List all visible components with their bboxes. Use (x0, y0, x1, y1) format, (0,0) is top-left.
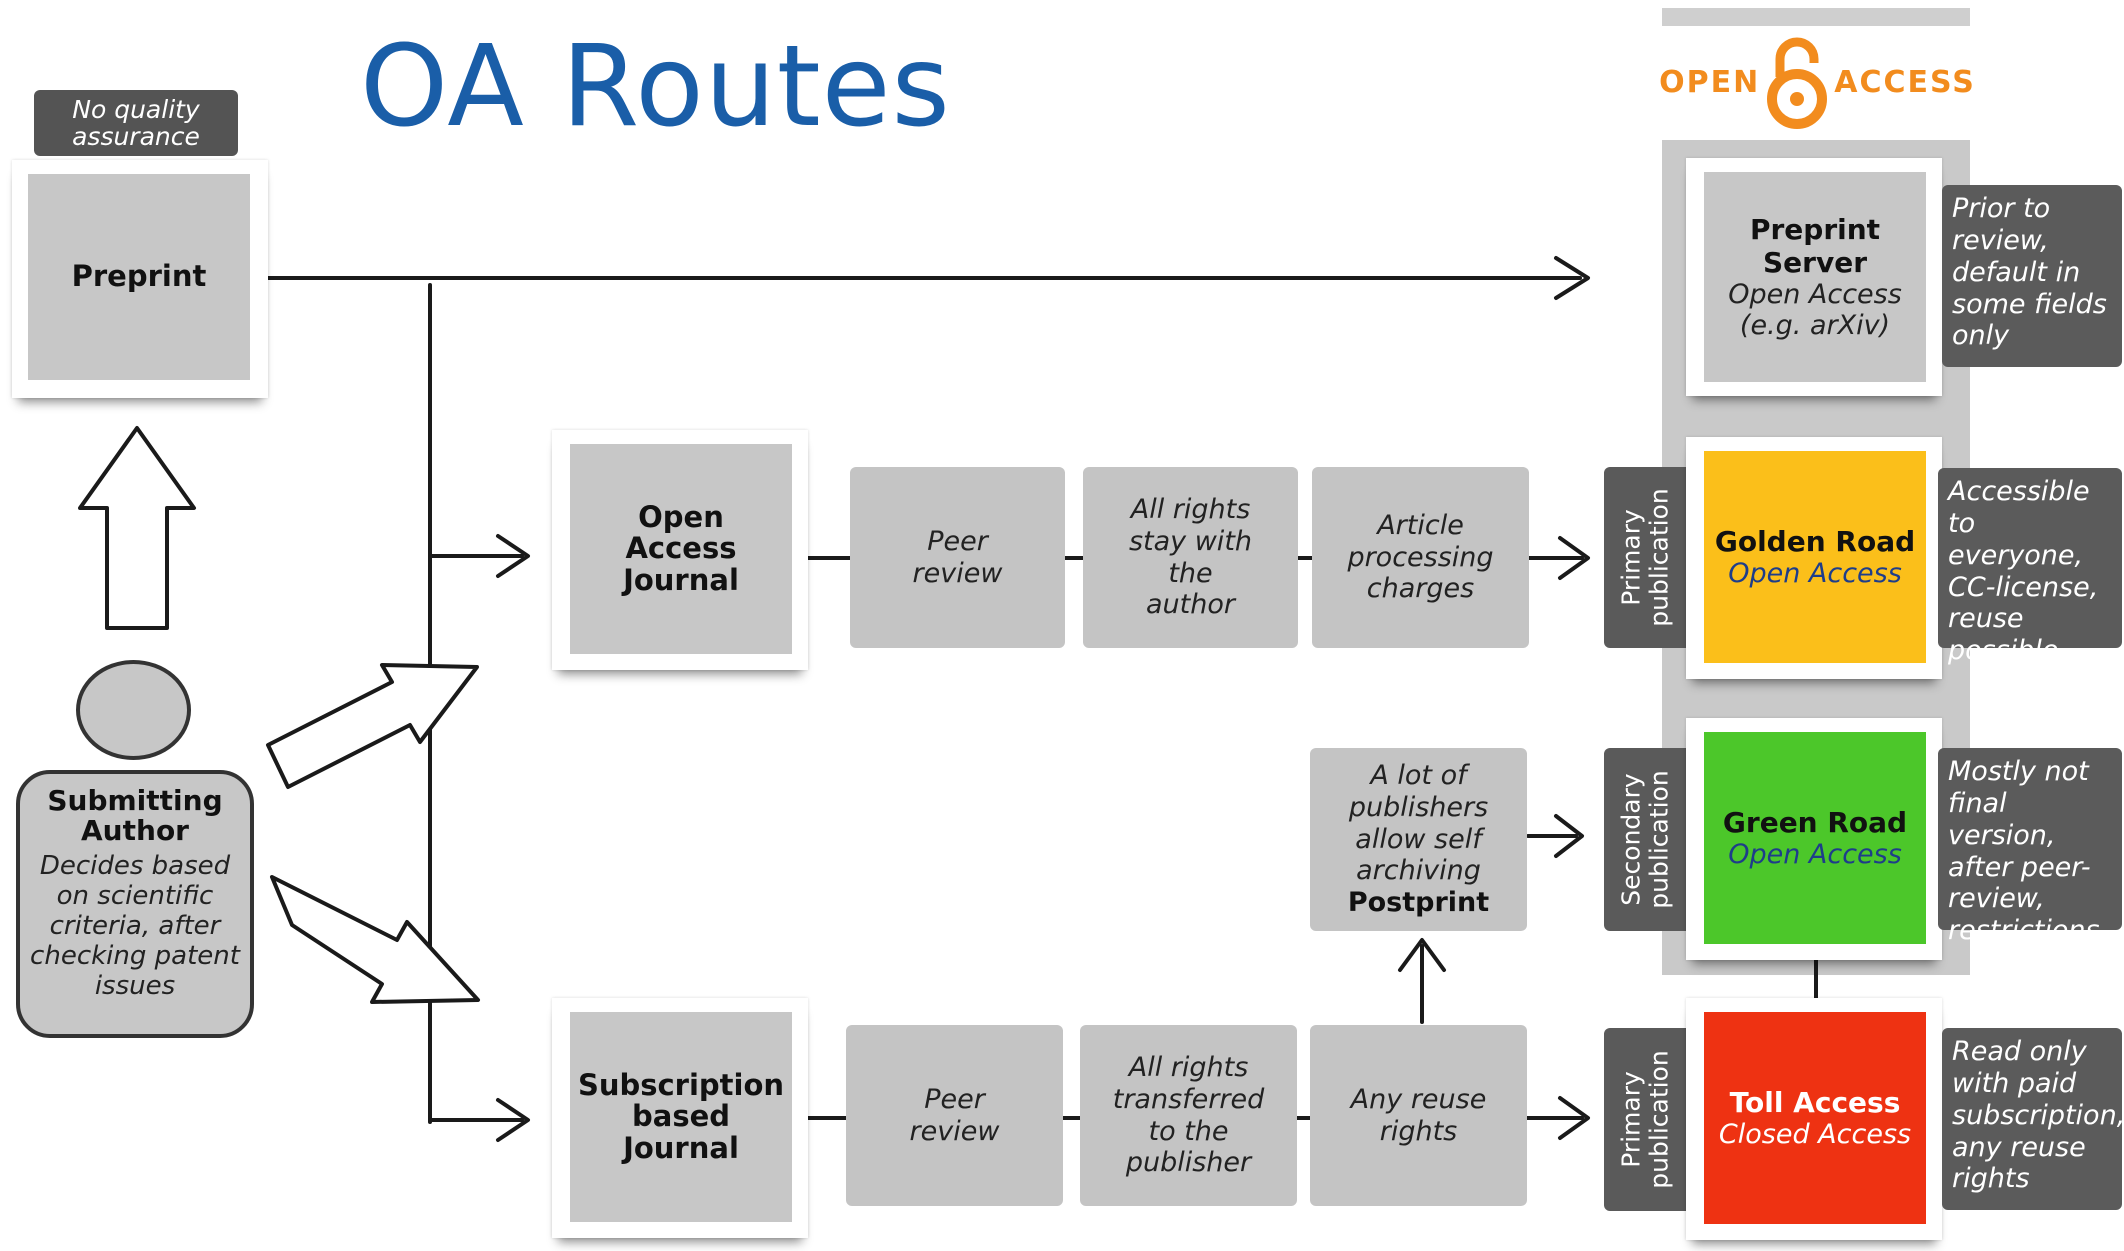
preprint-server-subtitle: Open Access (1728, 279, 1902, 310)
sub-step-rights: All rights transferred to the publisher (1080, 1025, 1297, 1206)
author-head (76, 660, 191, 760)
golden-road-note: Accessible to everyone, CC-license, reus… (1938, 468, 2122, 666)
author-title: Submitting Author (47, 784, 223, 848)
preprint-server-note: Prior to review, default in some fields … (1942, 185, 2122, 367)
author-description: Decides based on scientific criteria, af… (30, 851, 240, 1002)
oa-step-peer-review: Peer review (850, 467, 1065, 648)
open-lock-icon (1766, 33, 1828, 131)
subscription-journal-card: Subscription based Journal (552, 998, 808, 1238)
golden-side-label: Primary publication (1604, 467, 1686, 648)
postprint-label: Postprint (1347, 887, 1490, 919)
preprint-server-box: Preprint Server Open Access (e.g. arXiv) (1704, 172, 1926, 382)
preprint-server-title: Preprint Server (1749, 213, 1881, 279)
open-access-column-cap (1662, 8, 1970, 26)
golden-road-title: Golden Road (1714, 525, 1916, 558)
oa-step-rights: All rights stay with the author (1083, 467, 1298, 648)
toll-access-title: Toll Access (1729, 1086, 1901, 1119)
open-access-logo: OPEN ACCESS (1659, 32, 1974, 132)
green-road-note: Mostly not final version, after peer-rev… (1938, 748, 2122, 946)
toll-access-subtitle: Closed Access (1718, 1119, 1912, 1150)
page-title: OA Routes (360, 22, 951, 152)
green-side-label: Secondary publication (1604, 748, 1686, 931)
subscription-journal-label: Subscription based Journal (570, 1012, 792, 1222)
logo-open-text: OPEN (1659, 64, 1761, 100)
oa-journal-card: Open Access Journal (552, 430, 808, 670)
toll-access-card: Toll Access Closed Access (1686, 998, 1942, 1240)
self-archiving-box: A lot of publishers allow self archiving… (1310, 748, 1527, 931)
preprint-card: Preprint (12, 160, 268, 398)
golden-road-box: Golden Road Open Access (1704, 451, 1926, 663)
golden-road-subtitle: Open Access (1728, 558, 1902, 589)
sub-step-reuse: Any reuse rights (1310, 1025, 1527, 1206)
toll-access-note: Read only with paid subscription, any re… (1942, 1028, 2124, 1210)
green-road-subtitle: Open Access (1728, 839, 1902, 870)
green-road-title: Green Road (1722, 806, 1908, 839)
author-body: Submitting Author Decides based on scien… (16, 770, 254, 1038)
toll-access-box: Toll Access Closed Access (1704, 1012, 1926, 1224)
no-quality-caption: No quality assurance (34, 90, 238, 156)
preprint-server-detail: (e.g. arXiv) (1739, 310, 1891, 341)
preprint-label: Preprint (28, 174, 250, 380)
toll-side-label: Primary publication (1604, 1028, 1686, 1211)
self-archiving-text: A lot of publishers allow self archiving (1348, 759, 1489, 887)
golden-road-card: Golden Road Open Access (1686, 437, 1942, 679)
sub-step-peer-review: Peer review (846, 1025, 1063, 1206)
oa-journal-label: Open Access Journal (570, 444, 792, 654)
preprint-server-card: Preprint Server Open Access (e.g. arXiv) (1686, 158, 1942, 396)
green-road-card: Green Road Open Access (1686, 718, 1942, 960)
oa-step-charges: Article processing charges (1312, 467, 1529, 648)
logo-access-text: ACCESS (1834, 64, 1976, 100)
green-road-box: Green Road Open Access (1704, 732, 1926, 944)
